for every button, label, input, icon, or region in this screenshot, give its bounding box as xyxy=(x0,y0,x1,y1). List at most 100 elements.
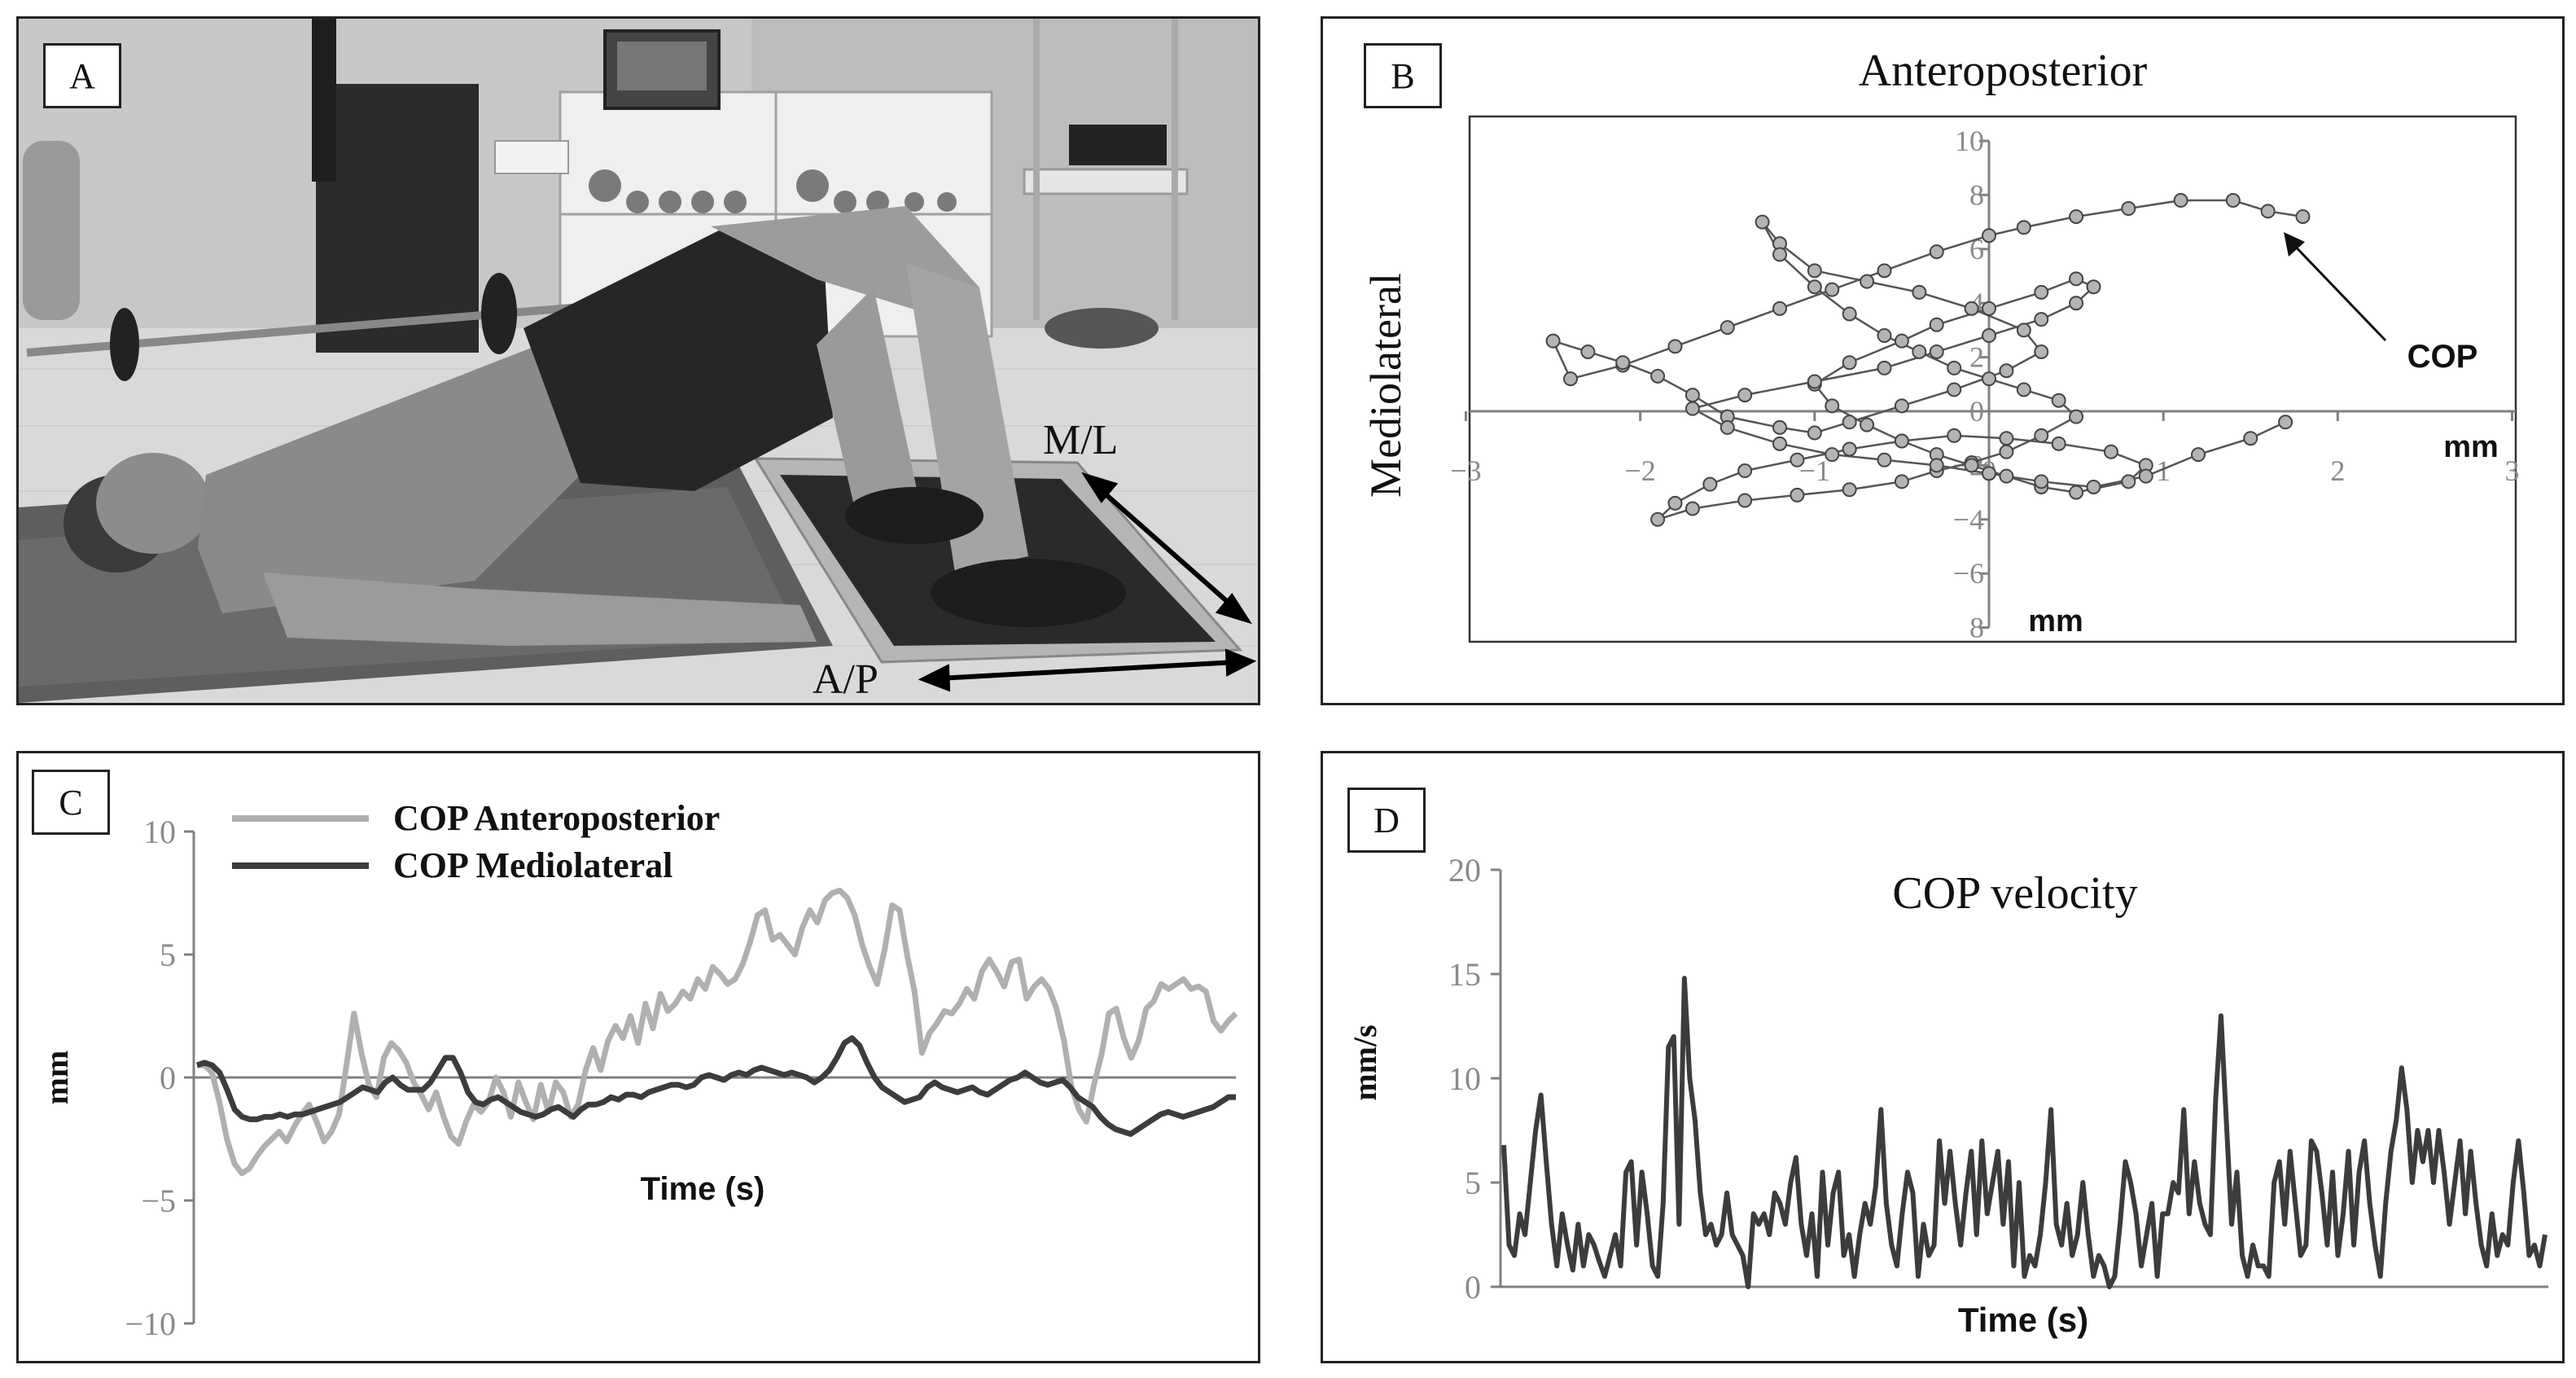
y-tick-label: 10 xyxy=(1448,1060,1481,1097)
panel-letter-c: C xyxy=(32,770,110,835)
cop-point xyxy=(2034,312,2049,327)
cop-point xyxy=(1563,371,1578,387)
cop-point xyxy=(1807,425,1822,441)
panel-letter-a: A xyxy=(43,43,121,108)
cop-point xyxy=(1947,382,1962,397)
cop-point xyxy=(2295,208,2311,224)
cop-point xyxy=(1964,458,1979,473)
y-tick-label: 15 xyxy=(1448,956,1481,993)
cop-point xyxy=(2225,193,2241,208)
cop-point xyxy=(1929,317,1944,332)
y-tick-label: −4 xyxy=(1953,503,1984,536)
label-ml: M/L xyxy=(1043,417,1119,463)
panel-letter-d: D xyxy=(1347,788,1426,853)
cop-point xyxy=(2243,431,2258,446)
chart-c-ylabel: mm xyxy=(38,1051,75,1105)
y-tick-label: 20 xyxy=(1448,852,1481,889)
panel-b: −3−2−101238−6−4−20246810AnteroposteriorM… xyxy=(1321,16,2565,705)
chart-b-title: Anteroposterior xyxy=(1859,46,2148,96)
cop-point xyxy=(1807,279,1822,295)
cop-point xyxy=(1790,452,1805,467)
person-foot-right xyxy=(931,559,1126,627)
cop-point xyxy=(1772,247,1787,262)
cop-point xyxy=(2069,409,2084,424)
cop-point xyxy=(1720,320,1735,336)
cop-point xyxy=(1947,360,1962,375)
cop-point xyxy=(2173,193,2188,208)
cop-point xyxy=(1877,360,1892,375)
cop-point xyxy=(1615,355,1631,371)
cop-point xyxy=(1982,466,1996,481)
chart-b-ylabel: Mediolateral xyxy=(1361,273,1410,498)
chart-d-xlabel: Time (s) xyxy=(1958,1301,2088,1339)
cop-point xyxy=(2034,344,2049,359)
person-arm xyxy=(263,573,817,646)
y-tick-label: 10 xyxy=(1955,125,1984,157)
cop-point xyxy=(1545,333,1561,349)
cop-point xyxy=(1982,301,1996,316)
cop-point xyxy=(2016,323,2031,338)
cop-annotation: COP xyxy=(2407,339,2478,375)
cop-point xyxy=(1947,428,1962,443)
cop-point xyxy=(2086,279,2101,295)
cop-point xyxy=(1650,511,1666,527)
cop-point xyxy=(2069,271,2084,287)
person-torso xyxy=(198,344,580,613)
series-line-anteroposterior xyxy=(197,887,1238,1177)
cop-point xyxy=(1877,263,1892,279)
cop-point xyxy=(1702,476,1718,492)
person-shin-right xyxy=(906,263,1028,573)
cop-point xyxy=(1667,495,1683,511)
x-tick-label: 2 xyxy=(2330,454,2345,487)
x-tick-label: −3 xyxy=(1450,454,1481,487)
label-ap: A/P xyxy=(813,656,878,703)
cop-point xyxy=(2051,436,2066,451)
photo-illustration xyxy=(19,19,1258,703)
ml-arrow xyxy=(1081,472,1252,625)
y-tick-label: 8 xyxy=(1969,178,1984,211)
cop-point xyxy=(1999,431,2014,446)
y-tick-label: −6 xyxy=(1953,557,1984,590)
cop-point xyxy=(1982,371,1996,387)
cop-point xyxy=(1999,444,2014,459)
cop-point xyxy=(1825,447,1840,463)
chart-b: −3−2−101238−6−4−20246810AnteroposteriorM… xyxy=(1361,46,2520,644)
cop-point xyxy=(1807,374,1822,389)
cop-point xyxy=(1667,339,1683,354)
cop-point xyxy=(2069,208,2084,224)
y-tick-label: 2 xyxy=(1969,341,1984,374)
cop-point xyxy=(1842,482,1857,498)
cop-point xyxy=(2016,220,2031,235)
cop-point xyxy=(1807,263,1822,279)
cop-point xyxy=(1720,419,1735,435)
ap-arrow xyxy=(918,648,1257,692)
chart-b-xlabel: mm xyxy=(2443,430,2499,464)
plot-frame xyxy=(1468,115,2517,643)
cop-point xyxy=(2191,447,2206,463)
cop-point xyxy=(1929,458,1944,473)
cop-trajectory xyxy=(1551,199,2303,520)
y-tick-label: 5 xyxy=(1465,1165,1481,1201)
fire-extinguisher xyxy=(23,141,80,320)
cop-point xyxy=(2278,415,2293,430)
cop-point xyxy=(1999,363,2014,379)
cop-point xyxy=(1842,415,1857,430)
cop-point xyxy=(2121,474,2136,489)
legend-label: COP Anteroposterior xyxy=(393,798,720,838)
cop-point xyxy=(1894,333,1909,349)
cop-arrow-head xyxy=(2284,232,2305,257)
y-tick-label: 0 xyxy=(160,1060,176,1096)
cop-point xyxy=(1982,228,1996,244)
punching-bag xyxy=(316,84,479,353)
y-tick-label: −5 xyxy=(141,1183,176,1219)
cop-point xyxy=(2069,296,2084,311)
x-tick-label: 3 xyxy=(2505,454,2520,487)
cop-point xyxy=(1772,436,1787,451)
cop-point xyxy=(1999,468,2014,484)
cop-point xyxy=(1929,244,1944,260)
cop-point xyxy=(1755,214,1770,230)
cop-point xyxy=(1737,463,1753,479)
y-tick-label: 10 xyxy=(143,814,176,850)
